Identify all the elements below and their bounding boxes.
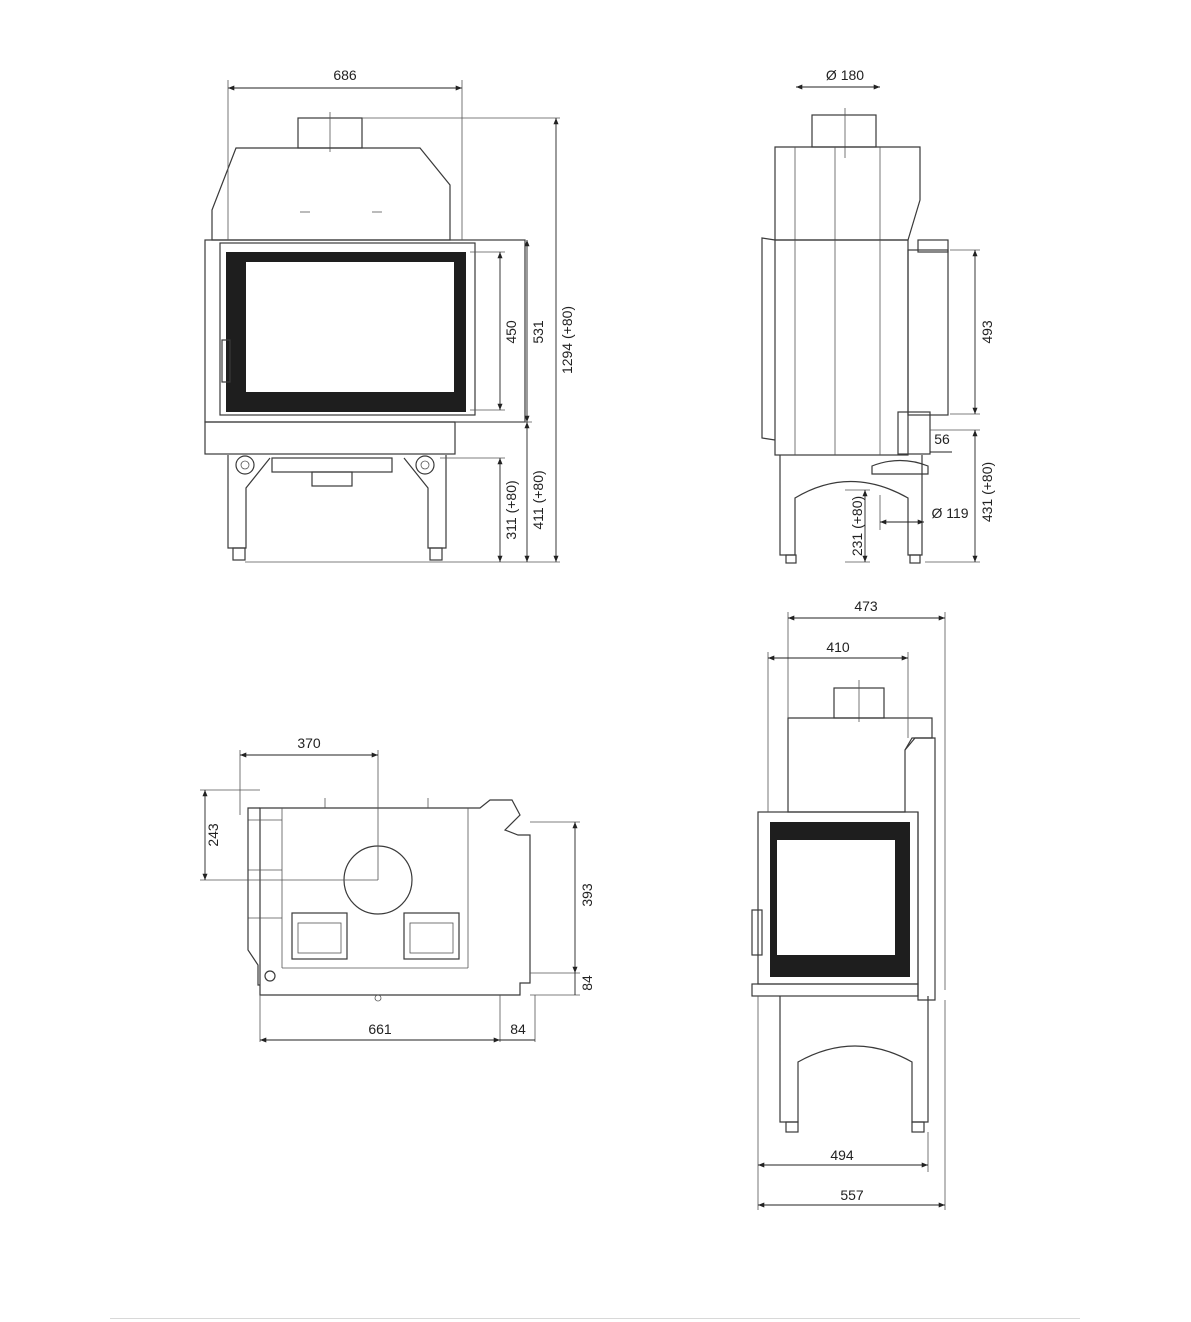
flue-depth-label: 243 <box>205 823 221 847</box>
side-view-dimensions: Ø 180 493 56 Ø 119 231 (+80) 431 (+80) <box>796 67 995 563</box>
front-width-label: 686 <box>333 67 357 83</box>
door-bottom-label: 411 (+80) <box>530 470 546 529</box>
side-glass-height-label: 493 <box>979 320 995 344</box>
right-view-dimensions: 473 410 494 557 <box>757 598 946 1210</box>
top-width-label: 661 <box>368 1021 392 1037</box>
top-view-dimensions: 370 243 393 84 661 84 <box>200 735 595 1043</box>
front-depth-label: 84 <box>579 975 595 991</box>
air-inlet-height-label: 231 (+80) <box>849 496 865 556</box>
base-height-label: 311 (+80) <box>503 480 519 539</box>
front-view <box>204 112 526 561</box>
front-depth-label-2: 84 <box>510 1021 526 1037</box>
flue-diameter-label: Ø 180 <box>826 67 864 83</box>
glass-height-label: 450 <box>503 320 519 344</box>
depth-label: 393 <box>579 883 595 907</box>
air-inlet-diameter-label: Ø 119 <box>931 505 968 521</box>
right-view <box>751 680 936 1133</box>
offset-label: 56 <box>934 431 950 447</box>
right-width-outer-label: 473 <box>854 598 878 614</box>
side-view <box>761 108 949 564</box>
footer-divider <box>110 1318 1080 1319</box>
flue-offset-label: 370 <box>297 735 321 751</box>
total-height-label: 1294 (+80) <box>559 306 575 374</box>
top-view <box>247 798 531 1002</box>
base-width-label: 494 <box>830 1147 854 1163</box>
right-width-inner-label: 410 <box>826 639 850 655</box>
front-view-dimensions: 686 450 531 1294 (+80) 311 (+80) 411 (+8… <box>227 67 575 563</box>
side-door-bottom-label: 431 (+80) <box>979 462 995 522</box>
door-height-label: 531 <box>530 320 546 344</box>
total-width-label: 557 <box>840 1187 864 1203</box>
